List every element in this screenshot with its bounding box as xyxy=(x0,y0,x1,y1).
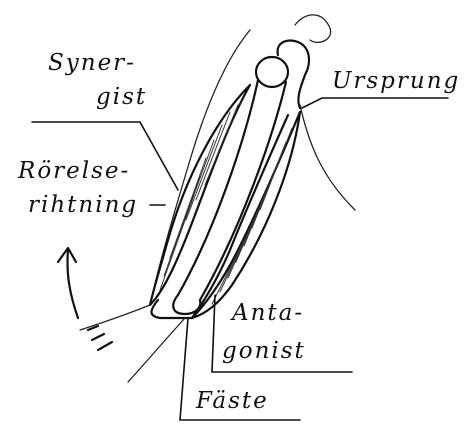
forearm-upper xyxy=(80,305,150,330)
antagonist-label-line1: Anta- xyxy=(232,302,304,325)
movement-label-line1: Rörelse- xyxy=(18,160,130,183)
movement-label-line2: rihtning xyxy=(28,194,138,217)
origin-label: Ursprung xyxy=(332,70,460,93)
shoulder-contour xyxy=(295,15,331,42)
forearm-lower xyxy=(128,318,185,382)
upper-arm-outline-right xyxy=(300,105,355,210)
synergist-label-line2: gist xyxy=(96,86,147,109)
bone-head xyxy=(256,57,288,87)
tendon xyxy=(152,300,193,318)
forearm-dash-3 xyxy=(98,342,112,350)
movement-arrow xyxy=(67,250,78,318)
insertion-label: Fäste xyxy=(196,390,269,413)
origin-leader xyxy=(302,98,448,108)
antagonist-label-line2: gonist xyxy=(222,340,306,363)
synergist-label-line1: Syner- xyxy=(48,52,136,75)
forearm-dash-2 xyxy=(92,334,104,340)
